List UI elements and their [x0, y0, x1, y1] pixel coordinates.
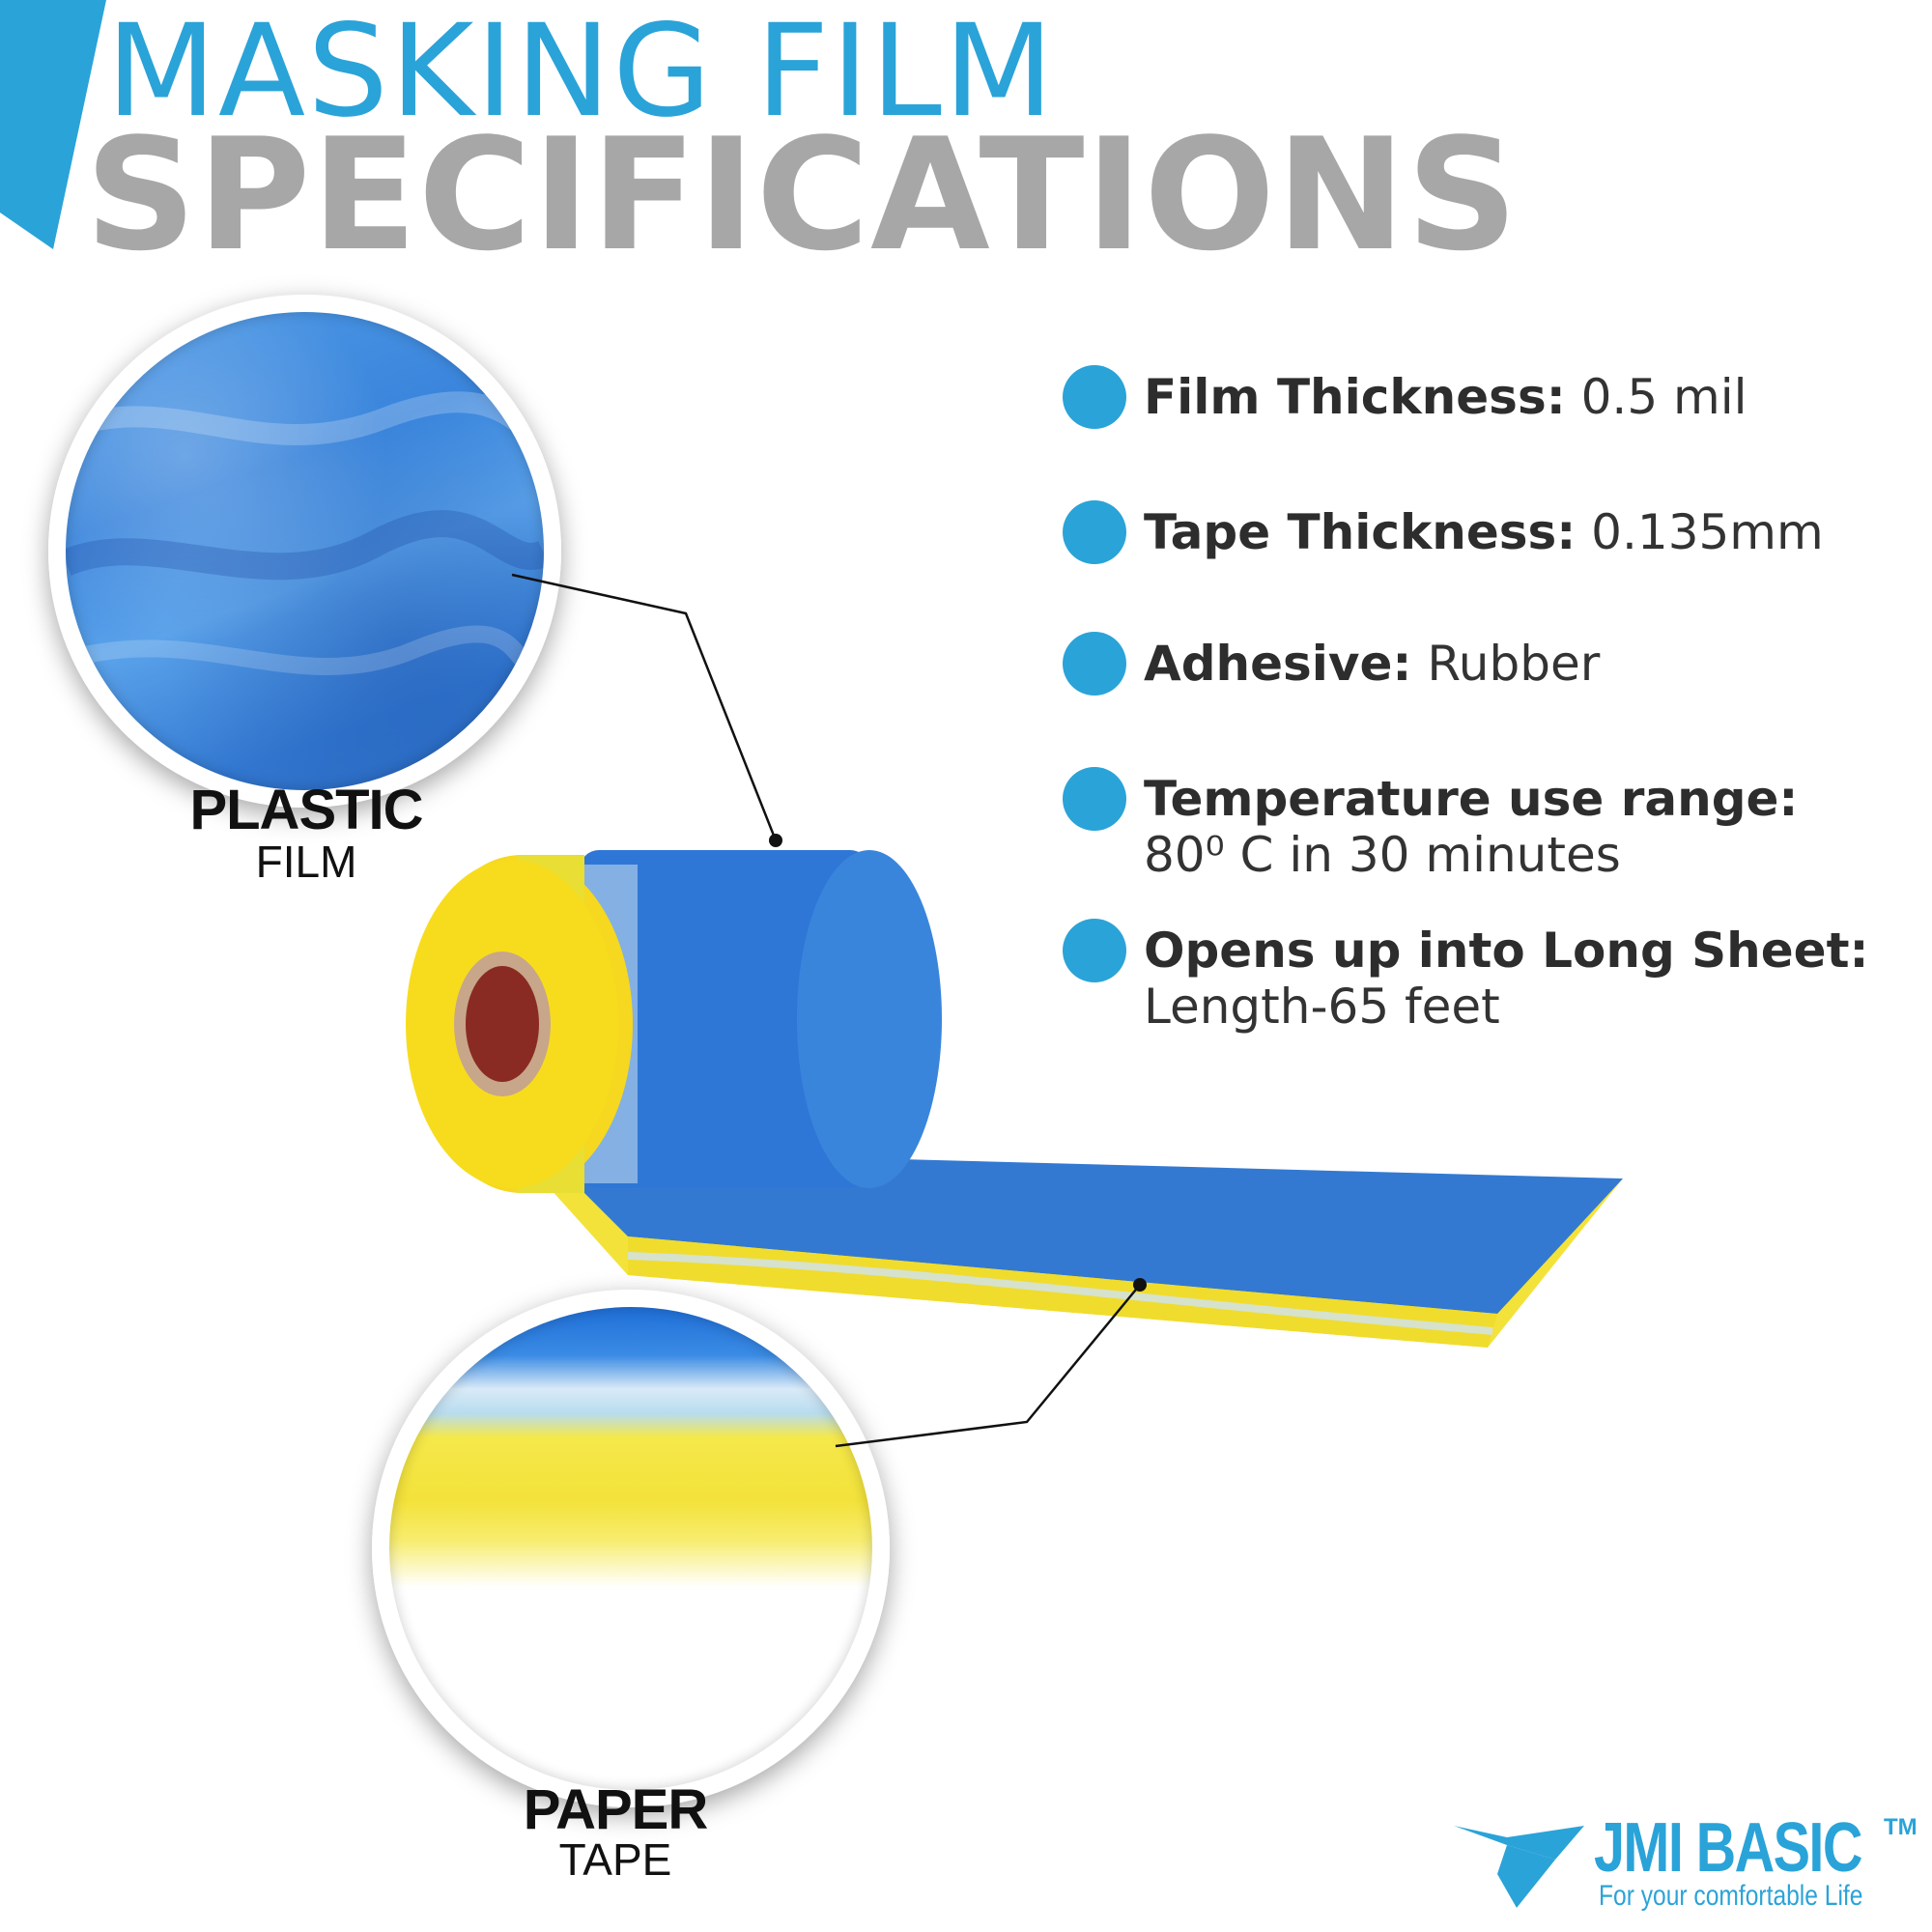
spec-label: Tape Thickness:	[1144, 504, 1577, 560]
spec-label: Adhesive:	[1144, 636, 1412, 692]
circle-bullet-icon	[1063, 500, 1126, 564]
spec-label: Film Thickness:	[1144, 369, 1566, 425]
page-title-line2: SPECIFICATIONS	[85, 104, 1520, 285]
spec-value: Rubber	[1427, 636, 1601, 692]
spec-label: Temperature use range:	[1144, 771, 1799, 827]
brand-name: JMI BASIC	[1594, 1809, 1862, 1887]
spec-value-line2: 80⁰ C in 30 minutes	[1144, 827, 1621, 883]
spec-value-line2: Length-65 feet	[1144, 979, 1500, 1035]
page-title-line1: MASKING FILM	[106, 0, 1056, 146]
circle-bullet-icon	[1063, 632, 1126, 696]
masking-film-roll-image	[406, 850, 1623, 1348]
unrolled-film-sheet	[541, 1150, 1623, 1314]
circle-bullet-icon	[1063, 767, 1126, 831]
tape-label: TAPE	[558, 1834, 672, 1885]
spec-value: 0.5 mil	[1580, 369, 1747, 425]
header-accent-shape	[0, 0, 106, 249]
spec-value: 0.135mm	[1591, 504, 1824, 560]
paper-tape-zoom-image	[372, 1290, 890, 1807]
film-label: FILM	[255, 837, 357, 887]
trademark-mark: TM	[1884, 1814, 1918, 1840]
brand-tagline: For your comfortable Life	[1599, 1880, 1863, 1912]
spec-label: Opens up into Long Sheet:	[1144, 923, 1869, 979]
brand-logo: JMI BASIC TM For your comfortable Life	[1449, 1809, 1922, 1922]
circle-bullet-icon	[1063, 365, 1126, 429]
plastic-label: PLASTIC	[189, 779, 423, 841]
paper-label: PAPER	[523, 1778, 709, 1841]
bird-logo-icon	[1454, 1826, 1584, 1908]
plastic-film-zoom-image	[48, 295, 561, 808]
film-texture	[66, 391, 544, 679]
film-roll-body	[580, 850, 869, 1188]
circle-bullet-icon	[1063, 919, 1126, 982]
